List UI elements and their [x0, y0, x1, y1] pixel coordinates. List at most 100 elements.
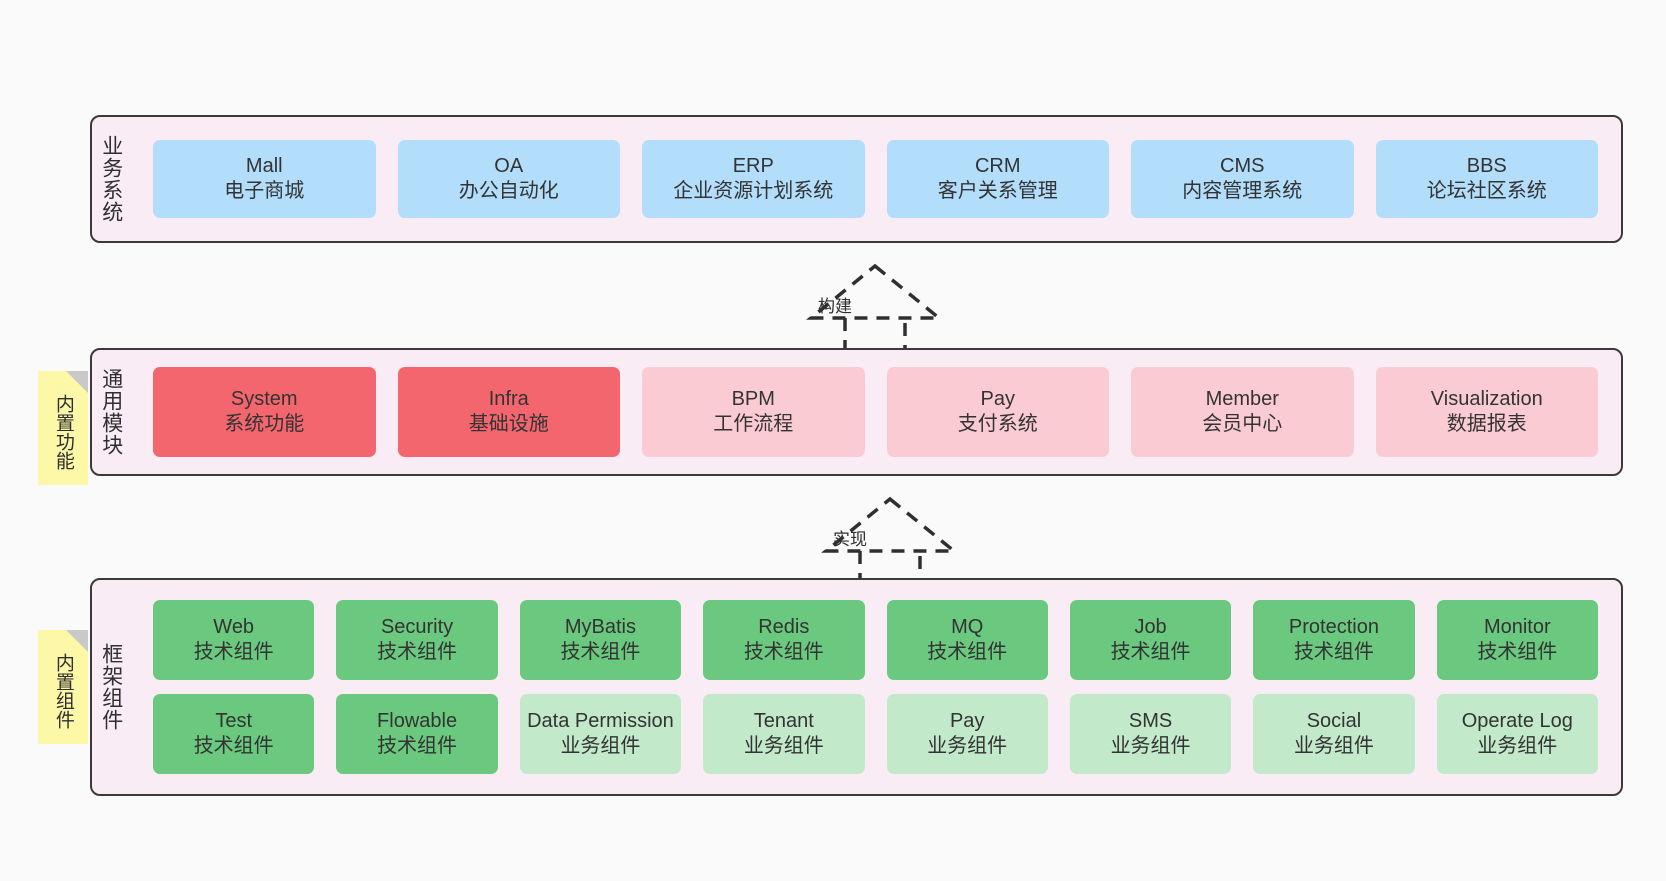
node-pay-module-en: Pay: [980, 387, 1015, 410]
node-monitor-cn: 技术组件: [1477, 641, 1558, 663]
node-oa[interactable]: OA 办公自动化: [397, 140, 620, 218]
node-job[interactable]: Job 技术组件: [1069, 600, 1232, 680]
node-operate-log-cn: 业务组件: [1477, 735, 1558, 757]
framework-row-technical: Web 技术组件 Security 技术组件 MyBatis 技术组件 Redi…: [142, 600, 1609, 680]
node-bbs-cn: 论坛社区系统: [1426, 180, 1547, 202]
node-mybatis[interactable]: MyBatis 技术组件: [519, 600, 682, 680]
connector-implement-label: 实现: [833, 530, 867, 549]
node-tenant[interactable]: Tenant 业务组件: [703, 694, 865, 774]
node-member[interactable]: Member 会员中心: [1131, 367, 1354, 457]
node-test-en: Test: [215, 709, 253, 732]
sticky-fold-corner-icon: [66, 371, 88, 393]
node-infra-cn: 基础设施: [468, 413, 549, 435]
node-protection[interactable]: Protection 技术组件: [1253, 600, 1415, 680]
node-bpm-en: BPM: [731, 387, 775, 410]
node-sms-cn: 业务组件: [1110, 735, 1191, 757]
node-cms-en: CMS: [1220, 154, 1265, 177]
node-job-en: Job: [1134, 615, 1167, 638]
node-web-cn: 技术组件: [193, 641, 274, 663]
node-member-cn: 会员中心: [1202, 413, 1283, 435]
node-bpm[interactable]: BPM 工作流程: [642, 367, 865, 457]
node-mall-cn: 电子商城: [224, 180, 305, 202]
node-mq-en: MQ: [951, 615, 984, 638]
node-bbs[interactable]: BBS 论坛社区系统: [1375, 140, 1598, 218]
node-job-cn: 技术组件: [1110, 641, 1191, 663]
node-operate-log[interactable]: Operate Log 业务组件: [1436, 694, 1598, 774]
node-security[interactable]: Security 技术组件: [336, 600, 498, 680]
layer-common-modules: 通用模块 System 系统功能 Infra 基础设施 BPM 工作流程 Pay…: [90, 348, 1623, 476]
node-oa-en: OA: [494, 154, 524, 177]
node-redis-en: Redis: [758, 615, 810, 638]
node-operate-log-en: Operate Log: [1461, 709, 1573, 732]
node-crm[interactable]: CRM 客户关系管理: [886, 140, 1109, 218]
node-crm-cn: 客户关系管理: [937, 180, 1058, 202]
node-oa-cn: 办公自动化: [458, 180, 559, 202]
node-pay-component-en: Pay: [949, 709, 985, 732]
layer-business-systems: 业务系统 Mall 电子商城 OA 办公自动化 ERP 企业资源计划系统 CRM…: [90, 115, 1623, 243]
node-mq[interactable]: MQ 技术组件: [886, 600, 1048, 680]
layer-framework-components-title: 框架组件: [99, 643, 123, 731]
node-sms[interactable]: SMS 业务组件: [1069, 694, 1232, 774]
node-test[interactable]: Test 技术组件: [153, 694, 315, 774]
layer-common-modules-body: System 系统功能 Infra 基础设施 BPM 工作流程 Pay 支付系统…: [130, 350, 1621, 474]
node-monitor[interactable]: Monitor 技术组件: [1436, 600, 1598, 680]
node-security-en: Security: [380, 615, 454, 638]
node-visualization-en: Visualization: [1430, 387, 1543, 410]
node-data-permission-en: Data Permission: [527, 709, 674, 732]
sticky-note-builtin-components-label: 内置组件: [52, 653, 74, 729]
node-erp-en: ERP: [732, 154, 774, 177]
node-mall-en: Mall: [245, 154, 283, 177]
node-flowable-cn: 技术组件: [377, 735, 458, 757]
node-erp-cn: 企业资源计划系统: [673, 180, 834, 202]
node-test-cn: 技术组件: [193, 735, 274, 757]
node-system-cn: 系统功能: [224, 413, 305, 435]
node-erp[interactable]: ERP 企业资源计划系统: [642, 140, 865, 218]
sticky-note-builtin-features: 内置功能: [38, 371, 88, 485]
node-mall[interactable]: Mall 电子商城: [153, 140, 376, 218]
node-security-cn: 技术组件: [377, 641, 458, 663]
node-pay-component[interactable]: Pay 业务组件: [886, 694, 1048, 774]
connector-build-arrow: [795, 262, 955, 354]
node-cms[interactable]: CMS 内容管理系统: [1131, 140, 1354, 218]
node-tenant-cn: 业务组件: [743, 735, 824, 757]
layer-business-systems-title: 业务系统: [99, 135, 123, 223]
node-mybatis-en: MyBatis: [564, 615, 636, 638]
sticky-note-builtin-components: 内置组件: [38, 630, 88, 744]
layer-framework-components: 框架组件 Web 技术组件 Security 技术组件 MyBatis 技术组件…: [90, 578, 1623, 796]
node-infra-en: Infra: [488, 387, 529, 410]
node-web[interactable]: Web 技术组件: [153, 600, 315, 680]
node-pay-module-cn: 支付系统: [957, 413, 1038, 435]
node-flowable[interactable]: Flowable 技术组件: [336, 694, 498, 774]
node-sms-en: SMS: [1128, 709, 1173, 732]
node-infra[interactable]: Infra 基础设施: [397, 367, 620, 457]
sticky-fold-corner-icon-2: [66, 630, 88, 652]
sticky-note-builtin-features-label: 内置功能: [52, 394, 74, 470]
connector-implement-arrow: [810, 495, 970, 587]
node-data-permission-cn: 业务组件: [560, 735, 641, 757]
node-visualization-cn: 数据报表: [1446, 413, 1527, 435]
node-mybatis-cn: 技术组件: [560, 641, 641, 663]
layer-common-modules-title: 通用模块: [99, 368, 123, 456]
node-system[interactable]: System 系统功能: [153, 367, 376, 457]
node-crm-en: CRM: [974, 154, 1021, 177]
node-bbs-en: BBS: [1466, 154, 1507, 177]
node-mq-cn: 技术组件: [927, 641, 1008, 663]
node-protection-en: Protection: [1288, 615, 1379, 638]
node-social[interactable]: Social 业务组件: [1253, 694, 1415, 774]
connector-build-label: 构建: [818, 297, 852, 316]
node-tenant-en: Tenant: [753, 709, 814, 732]
node-redis[interactable]: Redis 技术组件: [703, 600, 865, 680]
node-pay-module[interactable]: Pay 支付系统: [886, 367, 1109, 457]
node-system-en: System: [230, 387, 298, 410]
node-social-cn: 业务组件: [1293, 735, 1374, 757]
layer-framework-components-body: Web 技术组件 Security 技术组件 MyBatis 技术组件 Redi…: [130, 580, 1621, 794]
node-member-en: Member: [1205, 387, 1279, 410]
node-cms-cn: 内容管理系统: [1182, 180, 1303, 202]
layer-business-systems-body: Mall 电子商城 OA 办公自动化 ERP 企业资源计划系统 CRM 客户关系…: [130, 117, 1621, 241]
node-social-en: Social: [1306, 709, 1362, 732]
node-visualization[interactable]: Visualization 数据报表: [1375, 367, 1598, 457]
node-web-en: Web: [213, 615, 255, 638]
node-redis-cn: 技术组件: [743, 641, 824, 663]
node-data-permission[interactable]: Data Permission 业务组件: [519, 694, 682, 774]
